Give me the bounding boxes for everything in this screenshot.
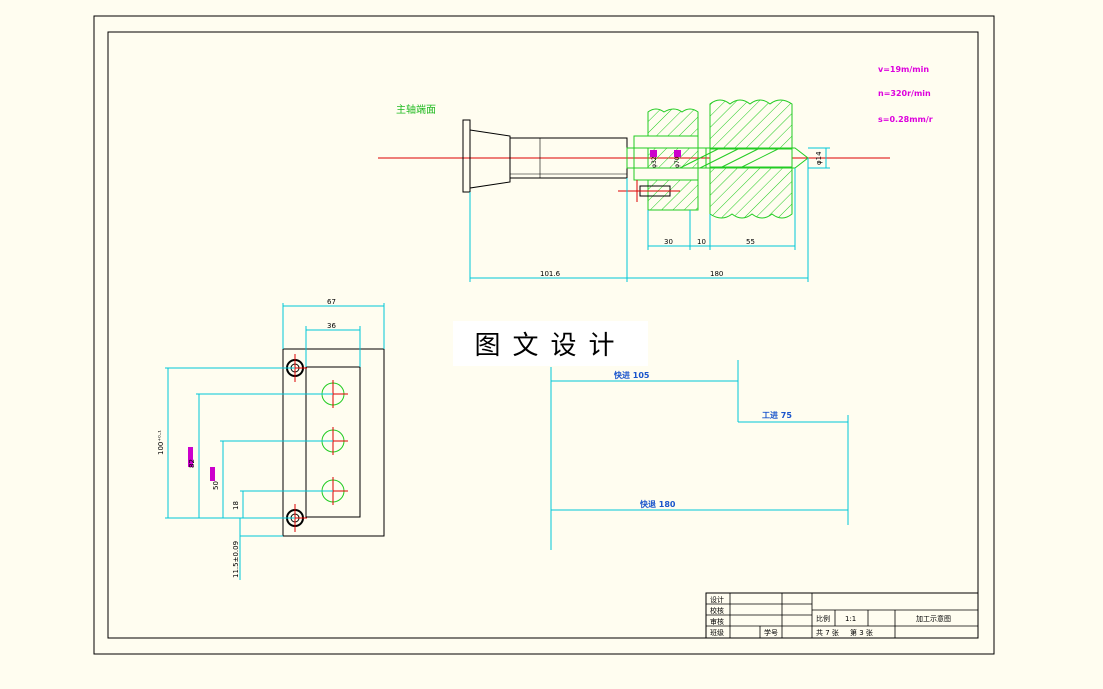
drill-plate (282, 348, 385, 537)
dim-82: 82 (188, 459, 196, 468)
bushing-marker (650, 150, 657, 157)
dim-101: 101.6 (540, 270, 561, 278)
spindle-face-label: 主轴端面 (396, 103, 436, 116)
workpiece-bore (709, 148, 793, 168)
dim-55: 55 (746, 238, 755, 246)
tb-student-no: 学号 (764, 628, 778, 637)
dim-67: 67 (327, 298, 336, 306)
top-assembly: 30 10 55 101.6 180 φ14 φ32 φ70 主轴端面 v=19… (378, 65, 933, 282)
fast-in-label: 快进 105 (614, 370, 650, 380)
tb-drawing-name: 加工示意图 (916, 614, 951, 623)
dim-100: 100⁺⁰·¹ (157, 430, 165, 455)
tb-class: 班级 (710, 628, 724, 637)
tb-total: 共 7 张 (816, 628, 839, 637)
plate-view: 67 36 100⁺⁰·¹ 82 50 18 11.5±0.09 (157, 298, 385, 580)
note-v: v=19m/min (878, 65, 929, 74)
plate-window (305, 366, 361, 518)
dim-11-5: 11.5±0.09 (232, 541, 240, 578)
inner-frame (107, 31, 979, 639)
dim-small-b: φ70 (674, 156, 681, 168)
dim-10: 10 (697, 238, 706, 246)
dim-30: 30 (664, 238, 673, 246)
dim-18: 18 (232, 501, 240, 510)
tb-scale-label: 比例 (816, 614, 830, 623)
tb-review: 审核 (710, 617, 724, 626)
dim-36: 36 (327, 322, 336, 330)
tb-sheet: 第 3 张 (850, 628, 873, 637)
note-s: s=0.28mm/r (878, 115, 933, 124)
spindle-taper (469, 129, 511, 189)
top-dimensions (469, 147, 830, 282)
work-feed-label: 工进 75 (762, 410, 792, 420)
tolerance-marker (210, 467, 215, 481)
title-block: 设计 校核 审核 班级 学号 比例 1:1 加工示意图 共 7 张 第 3 张 (705, 592, 979, 639)
bushing-holder (633, 108, 707, 211)
tolerance-marker (188, 447, 193, 467)
fast-back-label: 快退 180 (640, 499, 676, 509)
dim-180: 180 (710, 270, 723, 278)
drill-bit (626, 147, 809, 169)
tb-scale-value: 1:1 (845, 615, 856, 623)
dim-50: 50 (212, 481, 220, 490)
note-n: n=320r/min (878, 89, 931, 98)
bushing-marker (674, 150, 681, 157)
dim-small-a: φ32 (651, 156, 658, 168)
spindle-face (462, 119, 471, 193)
tb-design: 设计 (710, 595, 724, 604)
outer-frame (93, 15, 995, 655)
watermark: 图文设计 (453, 321, 648, 366)
feed-cycle-diagram: 快进 105 工进 75 快退 180 (550, 360, 849, 550)
tb-check: 校核 (710, 606, 724, 615)
plate-dimensions (165, 303, 385, 580)
dim-phi14: φ14 (815, 151, 823, 165)
